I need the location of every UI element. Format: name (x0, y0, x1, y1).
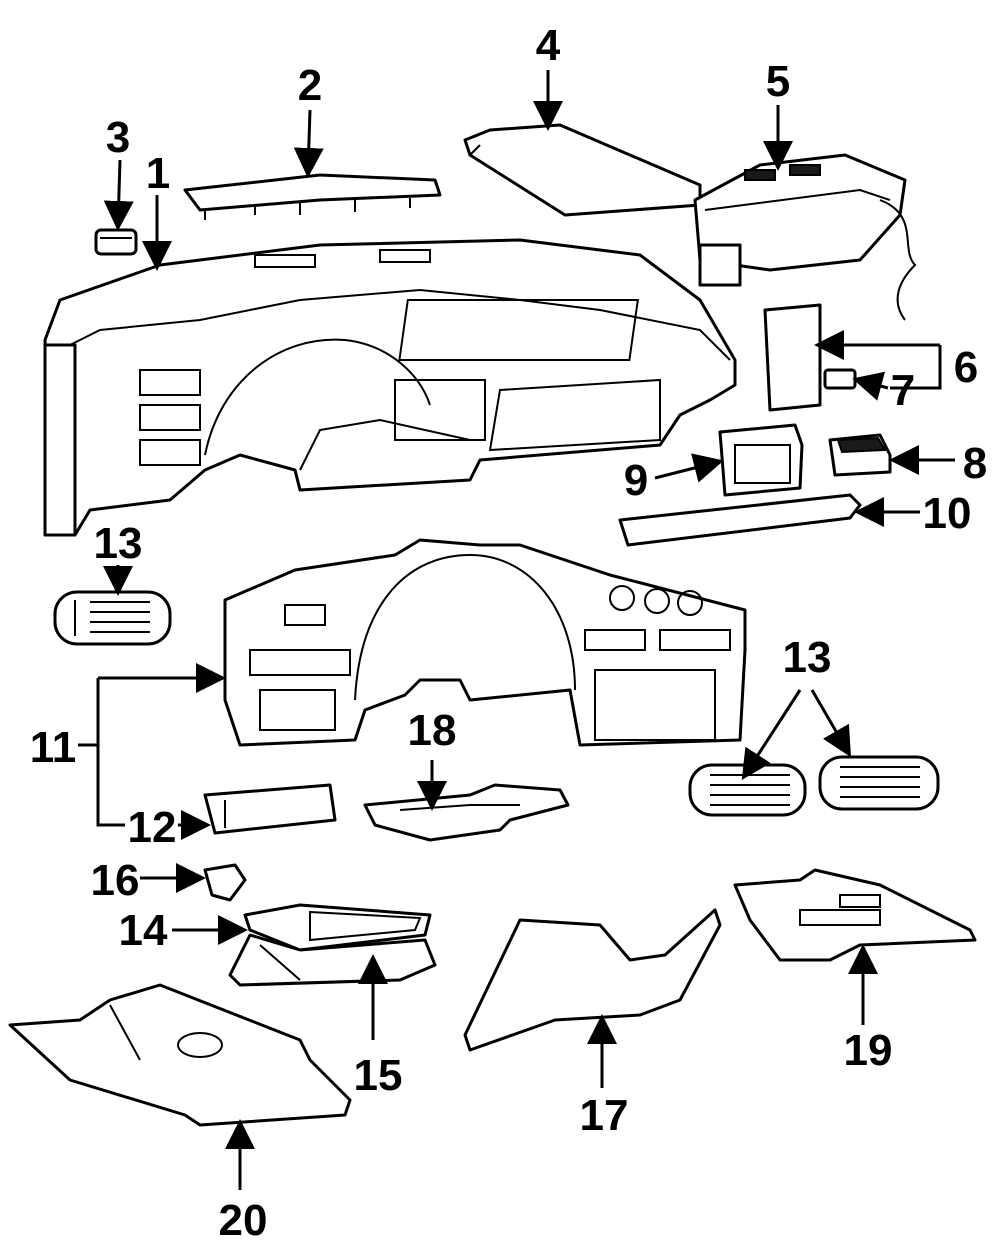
callout-3: 3 (106, 113, 130, 162)
part-18-bracket (363, 783, 570, 842)
callout-5: 5 (766, 57, 790, 106)
part-13-vent-right-a (688, 763, 807, 817)
callout-13-left: 13 (94, 519, 143, 568)
callout-11: 11 (30, 723, 77, 772)
part-10-trim-strip (618, 493, 862, 547)
callout-labels: 3 2 4 5 1 6 7 8 9 10 13 11 12 13 18 16 1… (30, 21, 988, 1245)
callout-14: 14 (119, 906, 168, 955)
part-5-airbag-module (693, 153, 917, 321)
callout-13-right: 13 (783, 633, 832, 682)
leader-lines (78, 70, 955, 1190)
callout-7: 7 (891, 366, 915, 415)
part-6-panel (763, 303, 822, 412)
part-20-lower-panel (8, 983, 352, 1127)
part-9-box (718, 423, 804, 497)
callout-2: 2 (298, 61, 322, 110)
callout-9: 9 (624, 456, 648, 505)
part-11-cluster-bezel (223, 538, 747, 747)
part-17-knee-panel (463, 908, 722, 1052)
callout-8: 8 (963, 439, 987, 488)
callout-17: 17 (580, 1091, 629, 1140)
part-14-glove-box-door (243, 903, 432, 952)
part-7-clip (823, 368, 857, 390)
callout-18: 18 (408, 706, 457, 755)
part-12-vent (203, 783, 337, 835)
callout-10: 10 (923, 489, 972, 538)
callout-15: 15 (354, 1051, 403, 1100)
part-4-cover (463, 123, 702, 217)
callout-20: 20 (219, 1196, 268, 1245)
callout-1: 1 (146, 149, 170, 198)
part-8-switch (828, 433, 892, 477)
callout-16: 16 (91, 856, 140, 905)
part-3-cap (94, 228, 138, 256)
part-2-defroster-grille (183, 173, 442, 220)
part-13-vent-right-b (818, 755, 940, 811)
callout-12: 12 (128, 803, 177, 852)
part-13-vent-left (53, 590, 172, 646)
part-16-clip (203, 863, 247, 902)
part-19-support (733, 868, 977, 962)
callout-6: 6 (954, 343, 978, 392)
callout-4: 4 (536, 21, 561, 70)
callout-19: 19 (844, 1026, 893, 1075)
part-1-instrument-panel (43, 238, 737, 537)
